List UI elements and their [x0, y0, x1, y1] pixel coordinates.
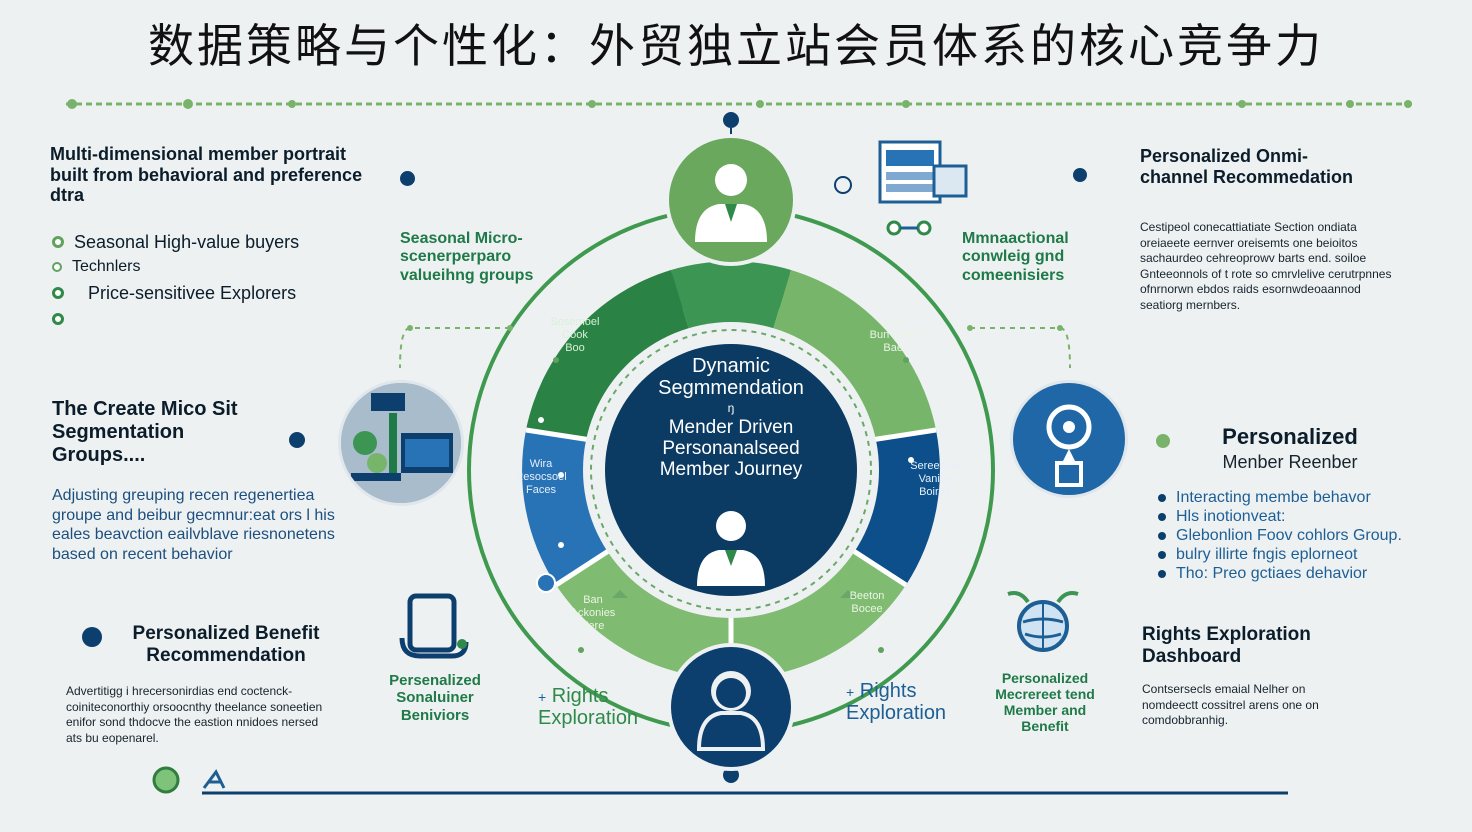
ring-label-rights-left: + Rights Exploration	[538, 685, 639, 729]
mid-left-heading: The Create Mico Sit Segmentation Groups.…	[52, 398, 238, 466]
list-item: bulry illirte fngis eplorneot	[1158, 545, 1458, 564]
list-item: Seasonal High-value buyers	[52, 228, 372, 256]
store-shelves-icon	[338, 380, 464, 506]
location-pin-icon	[1010, 380, 1128, 498]
tablet-device-icon	[399, 593, 469, 659]
list-item: Hls inotionveat:	[1158, 507, 1458, 526]
member-journey-diagram	[467, 112, 995, 783]
segment-blue-left	[522, 430, 613, 585]
arrow-icon	[202, 769, 226, 789]
list-item: Interacting membe behavor	[1158, 488, 1458, 507]
green-circle-icon	[152, 766, 180, 794]
ring-label-top-left: Seasonal Micro-scenerperparo valueihng g…	[400, 230, 534, 284]
globe-plant-icon	[1007, 591, 1079, 652]
mid-right-subheading: Menber Reenber	[1222, 452, 1358, 472]
top-right-body: Cestipeol conecattiatiate Section ondiat…	[1140, 220, 1392, 312]
ring-label-bottom-right: Personalized Mecrereet tend Member and B…	[995, 670, 1095, 735]
list-item: Tho: Preo gctiaes dehavior	[1158, 564, 1458, 583]
center-disk	[605, 344, 857, 596]
top-left-list: Seasonal High-value buyers Technlers Pri…	[52, 228, 372, 330]
decor-dot	[400, 171, 415, 186]
bottom-divider	[152, 766, 1288, 795]
list-item: Technlers	[52, 256, 372, 278]
bottom-left-body: Advertitigg i hrecersonirdias end cocten…	[66, 684, 323, 745]
bottom-right-heading: Rights Exploration Dashboard	[1142, 624, 1311, 667]
bottom-left-heading: Personalized Benefit Recommendation	[132, 623, 320, 666]
list-item: Price-sensitivee Explorers	[52, 278, 372, 308]
segment-green-top-left	[526, 270, 691, 440]
page-title: 数据策略与个性化：外贸独立站会员体系的核心竞争力	[148, 19, 1324, 73]
center-title: Dynamic Segmmendation ŋ Mender Driven Pe…	[658, 355, 804, 480]
top-right-heading: Personalized Onmi-channel Recommedation	[1140, 146, 1354, 187]
decor-dot	[1073, 168, 1087, 182]
decor-dot	[82, 627, 102, 647]
mid-left-body: Adjusting greuping recen regenertiea gro…	[52, 487, 335, 563]
top-left-heading: Multi-dimensional member portrait built …	[50, 144, 363, 206]
member-avatar-icon	[697, 511, 765, 586]
segment-green-top-right	[771, 270, 936, 440]
bottom-right-body: Contsersecls emaial Nelher on nomdeectt …	[1142, 682, 1319, 728]
mid-right-heading: Personalized	[1222, 424, 1358, 449]
top-divider	[66, 99, 1412, 109]
list-item	[52, 308, 372, 330]
top-member-node	[665, 134, 797, 266]
connector-dot	[289, 432, 305, 448]
printer-machine-icon	[878, 140, 968, 236]
segment-blue-right	[849, 430, 940, 585]
decor-dot	[1156, 434, 1170, 448]
side-connectors	[399, 325, 1071, 369]
ring-label-rights-right: + Rights Exploration	[846, 680, 947, 724]
ring-label-bottom-left: Persenalized Sonaluiner Beniviors	[389, 672, 481, 724]
member-avatar-icon	[695, 164, 767, 242]
ring-label-top-right: Mmnaactional conwleig gnd comeenisiers	[962, 230, 1069, 284]
list-item: Glebonlion Foov cohlors Group.	[1158, 526, 1458, 545]
mid-right-list: Interacting membe behavor Hls inotionvea…	[1158, 488, 1458, 583]
decor-ring	[834, 176, 852, 194]
member-avatar-icon	[696, 671, 766, 751]
